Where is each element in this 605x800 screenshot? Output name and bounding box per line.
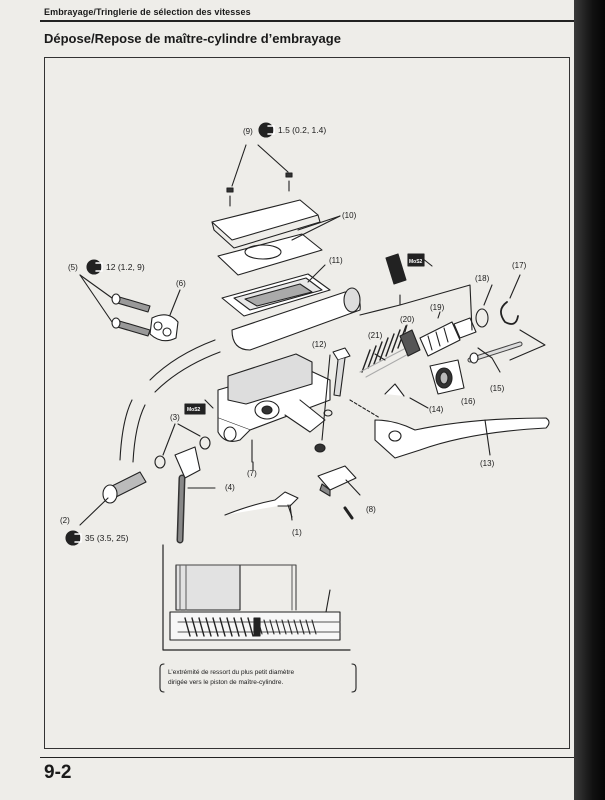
page-title: Dépose/Repose de maître-cylindre d’embra…	[44, 31, 341, 46]
callout-4: (4)	[225, 483, 235, 492]
torque-value-9: 1.5 (0.2, 1.4)	[278, 125, 326, 135]
callout-17: (17)	[512, 261, 527, 270]
pivot-bolt	[314, 347, 351, 453]
clamp-bolts	[79, 274, 151, 337]
diaphragm-plate	[221, 264, 331, 317]
torque-icon-5	[86, 259, 103, 275]
callout-11: (11)	[329, 256, 343, 265]
callout-10: (10)	[342, 211, 357, 220]
handlebar-tube	[119, 287, 361, 463]
header-rule	[40, 20, 574, 22]
callout-6: (6)	[176, 279, 186, 288]
callout-14: (14)	[429, 405, 444, 414]
callout-15: (15)	[490, 384, 505, 393]
callout-3: (3)	[170, 413, 180, 422]
clutch-hose	[174, 446, 216, 544]
callout-18: (18)	[475, 274, 490, 283]
callout-2: (2)	[60, 516, 70, 525]
inset-note-line-2: dirigée vers le piston de maître-cylindr…	[168, 679, 283, 686]
inset-panel	[159, 544, 357, 693]
callout-7: (7)	[247, 469, 257, 478]
callout-9: (9)	[243, 127, 253, 136]
grease-can-icon	[359, 253, 473, 331]
snap-ring	[500, 301, 519, 325]
piston-spring	[359, 325, 413, 378]
clutch-switch	[317, 465, 361, 520]
dust-boot	[429, 359, 465, 395]
torque-values: 1.5 (0.2, 1.4) 12 (1.2, 9) 35 (3.5, 25)	[85, 125, 326, 543]
page-number: 9-2	[44, 762, 72, 783]
inset-note-line-1: L’extrémité de ressort du plus petit dia…	[168, 669, 294, 676]
callout-16: (16)	[461, 397, 476, 406]
callout-13: (13)	[480, 459, 495, 468]
callout-12: (12)	[312, 340, 327, 349]
master-cylinder-body	[217, 353, 331, 463]
callout-20: (20)	[400, 315, 415, 324]
grease-tag-label: MoS2	[187, 407, 201, 413]
leader-lines	[252, 274, 521, 521]
grease-can-label: MoS2	[409, 259, 423, 265]
piston-seal	[475, 308, 489, 328]
clutch-switch-wire	[224, 491, 299, 518]
master-piston	[399, 321, 461, 357]
callout-21: (21)	[368, 331, 383, 340]
callout-19: (19)	[430, 303, 445, 312]
sealing-washers	[154, 423, 211, 469]
torque-value-5: 12 (1.2, 9)	[106, 262, 145, 272]
callout-labels: (1) (2) (3) (4) (5) (6) (7) (8) (9) (10)…	[60, 127, 527, 537]
reservoir-cover	[211, 199, 341, 276]
callout-8: (8)	[366, 505, 376, 514]
piston-cup	[453, 317, 477, 339]
inset-note: L’extrémité de ressort du plus petit dia…	[168, 669, 294, 686]
footer-rule	[40, 757, 574, 759]
clutch-lever	[349, 383, 550, 459]
page-binding-shadow	[574, 0, 605, 800]
torque-icon-9	[258, 122, 275, 138]
banjo-bolt	[79, 471, 147, 526]
callout-1: (1)	[292, 528, 302, 537]
clamp-holder	[149, 289, 181, 342]
torque-icon-2	[65, 530, 82, 546]
section-label: Embrayage/Tringlerie de sélection des vi…	[44, 7, 251, 17]
push-rod	[467, 329, 546, 373]
grease-tag-icon	[184, 399, 214, 415]
reservoir-screws	[226, 144, 293, 207]
callout-5: (5)	[68, 263, 78, 272]
torque-value-2: 35 (3.5, 25)	[85, 533, 129, 543]
diagram-frame	[44, 57, 570, 749]
